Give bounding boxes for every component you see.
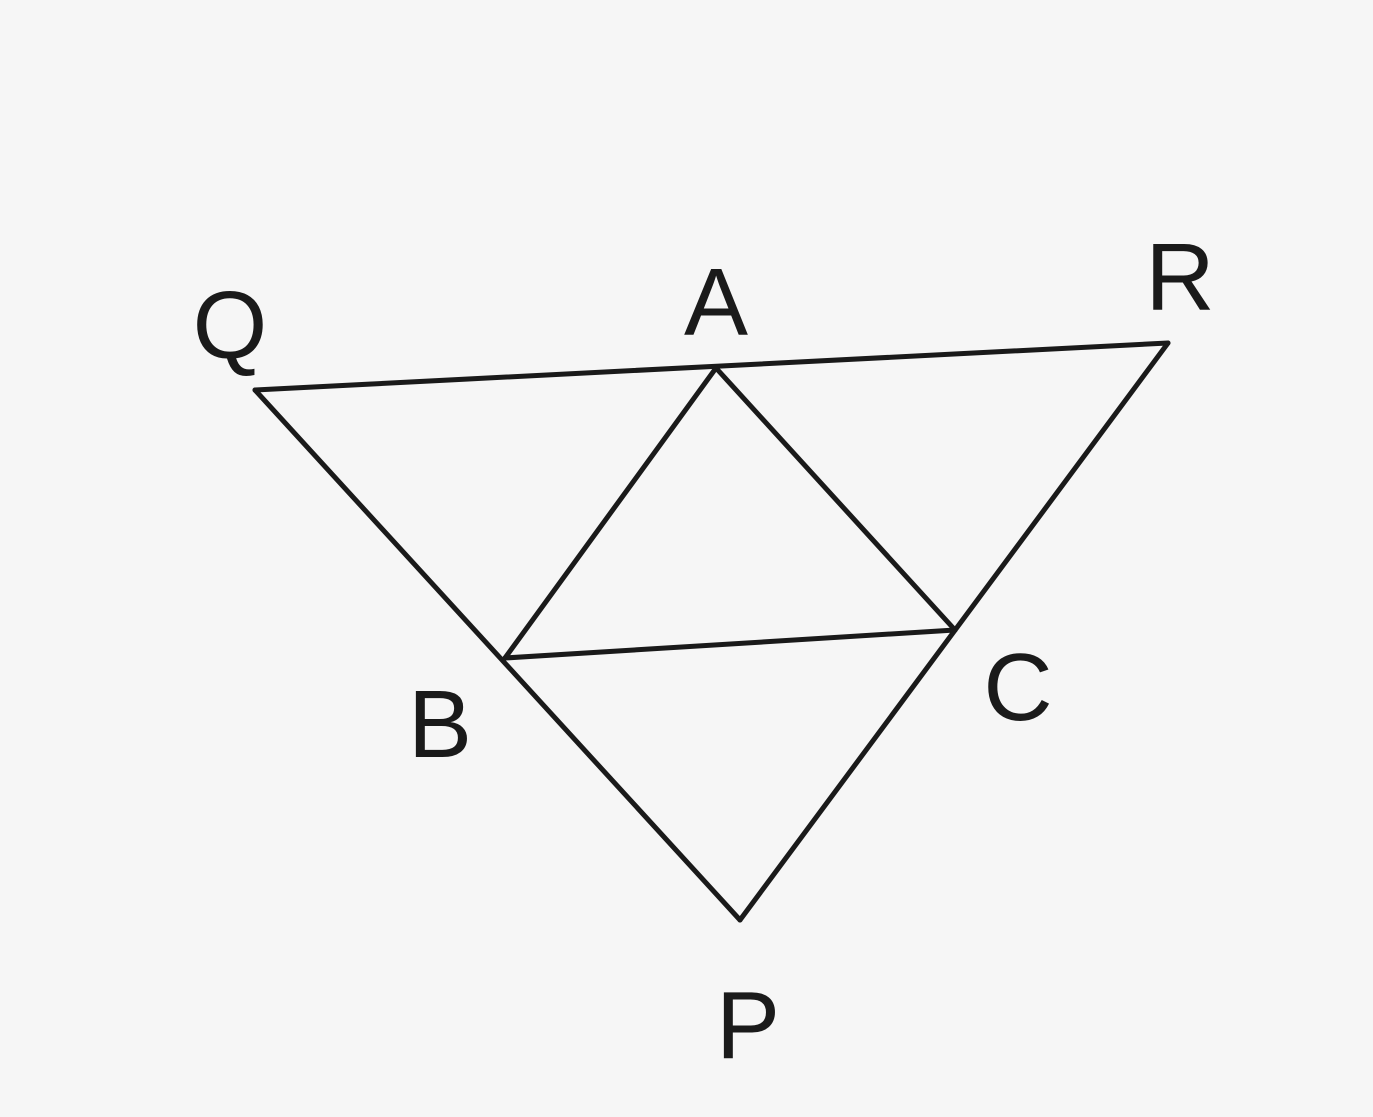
segment-qr bbox=[252, 340, 1171, 393]
segment-qp bbox=[252, 387, 743, 923]
vertex-label-a: A bbox=[684, 249, 748, 356]
segment-bc bbox=[502, 627, 958, 661]
vertex-label-b: B bbox=[408, 671, 472, 778]
vertex-label-r: R bbox=[1145, 224, 1214, 331]
segments-group bbox=[252, 340, 1171, 923]
segment-ab bbox=[502, 365, 719, 661]
segment-ac bbox=[713, 365, 958, 633]
vertex-label-p: P bbox=[716, 972, 780, 1079]
vertex-label-c: C bbox=[983, 634, 1052, 741]
vertex-label-q: Q bbox=[193, 272, 268, 379]
